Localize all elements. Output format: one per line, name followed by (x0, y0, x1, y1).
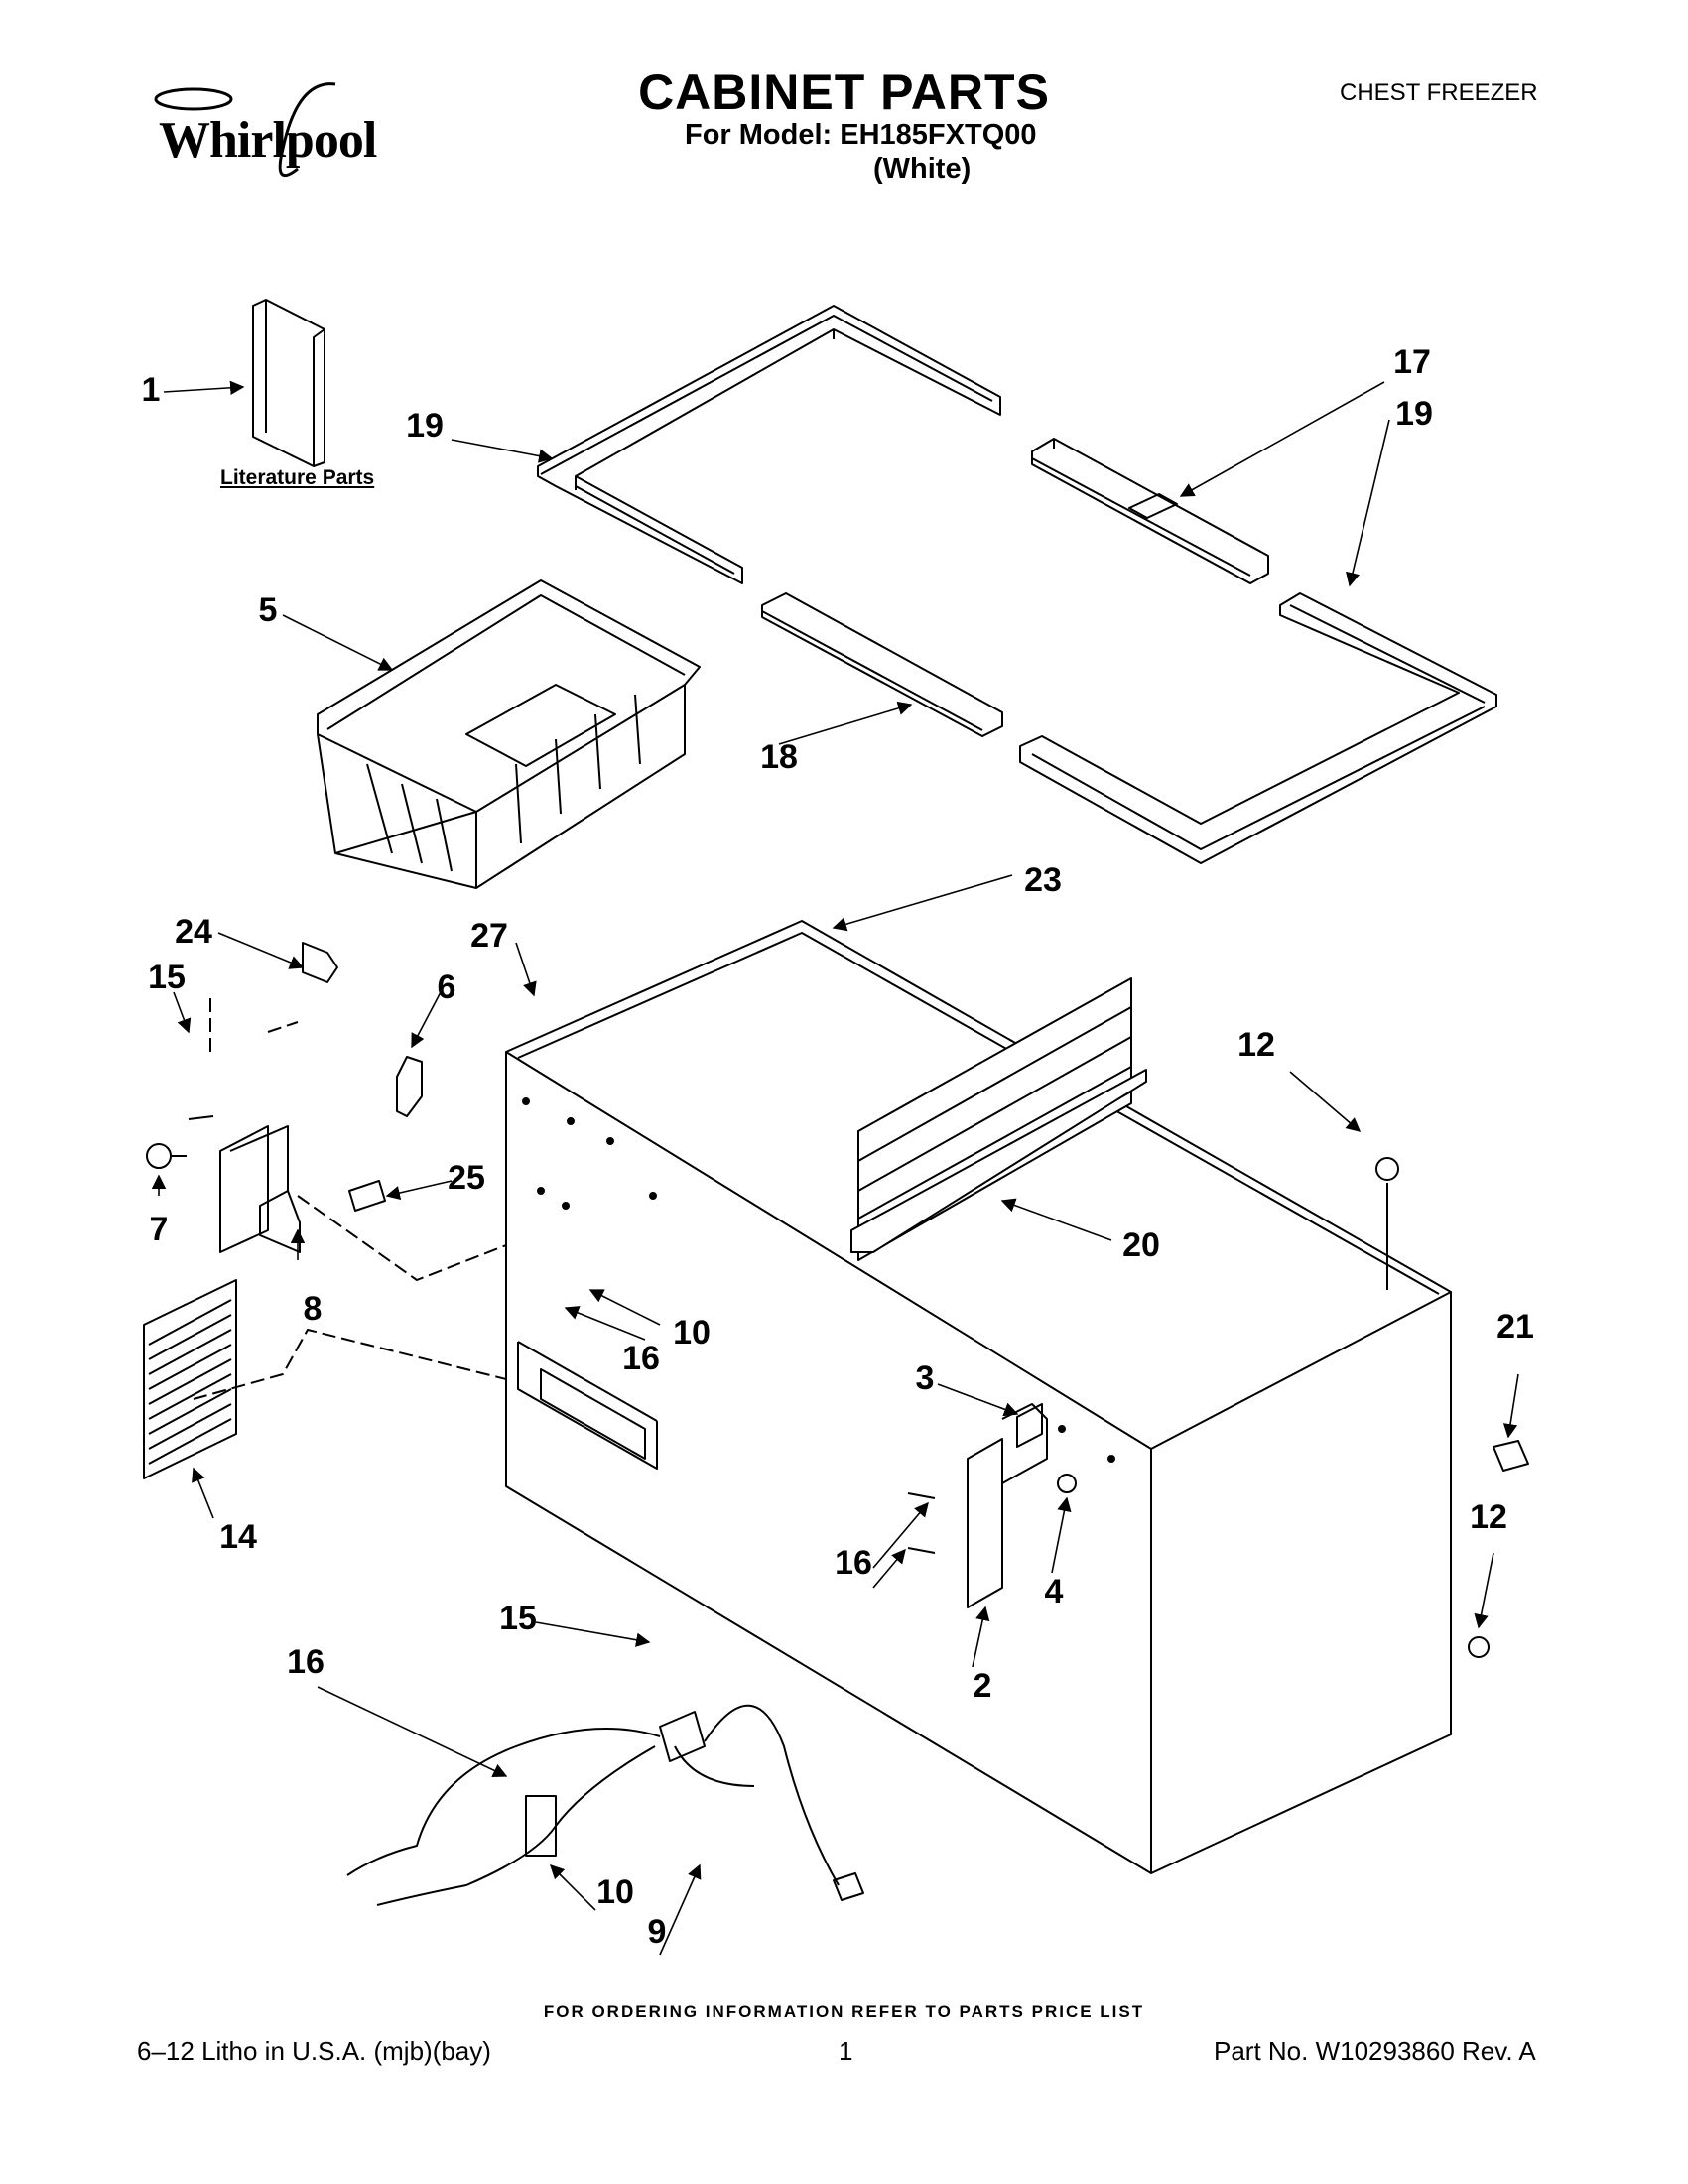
callout-2: 2 (973, 1667, 992, 1705)
whirlpool-logo-mark (154, 82, 336, 178)
callout-19-right: 19 (1395, 395, 1433, 433)
callout-14: 14 (219, 1518, 257, 1556)
callout-25: 25 (448, 1159, 485, 1197)
callout-10-bottom: 10 (596, 1873, 634, 1911)
page-title: CABINET PARTS (638, 64, 1050, 120)
callout-8: 8 (303, 1290, 323, 1328)
callout-15-top: 15 (148, 959, 186, 996)
callout-18: 18 (760, 738, 798, 776)
callout-1: 1 (141, 371, 161, 409)
lid-hinge-assembly (907, 1403, 1077, 1608)
callout-27: 27 (470, 917, 508, 955)
callout-16-harness: 16 (287, 1643, 325, 1681)
callout-7: 7 (149, 1211, 169, 1248)
callout-10-top: 10 (673, 1314, 711, 1351)
callout-16-left: 16 (622, 1340, 660, 1377)
callout-3: 3 (915, 1359, 935, 1397)
callout-20: 20 (1122, 1226, 1160, 1264)
control-box (146, 942, 423, 1253)
breaker-frame-right (1019, 592, 1497, 864)
literature-booklet (252, 299, 325, 467)
callout-9: 9 (647, 1913, 667, 1951)
callout-12-bottom: 12 (1470, 1498, 1507, 1536)
callout-23: 23 (1024, 861, 1062, 899)
wiring-harness (346, 1704, 864, 1906)
callout-5: 5 (258, 591, 278, 629)
brand-logo: Whirlpool (159, 112, 377, 169)
ordering-note: FOR ORDERING INFORMATION REFER TO PARTS … (543, 2002, 1145, 2021)
callout-21: 21 (1496, 1308, 1534, 1346)
callout-15-bottom: 15 (499, 1600, 537, 1637)
callout-24: 24 (175, 913, 212, 951)
color-line: (White) (873, 153, 972, 185)
breaker-frame-left (537, 305, 1001, 584)
callout-16-hinge: 16 (835, 1544, 872, 1582)
callout-12-top: 12 (1237, 1026, 1275, 1064)
print-info: 6–12 Litho in U.S.A. (mjb)(bay) (137, 2036, 491, 2066)
page-number: 1 (839, 2036, 853, 2066)
dashed-lines (193, 992, 507, 1400)
callout-19-left: 19 (406, 407, 444, 445)
leader-arrows (151, 380, 1519, 1956)
breaker-front-section (1031, 438, 1269, 584)
model-line: For Model: EH185FXTQ00 (685, 119, 1037, 151)
grille (143, 1279, 237, 1479)
breaker-rear-section (761, 592, 1003, 737)
divider (850, 977, 1147, 1261)
product-type: CHEST FREEZER (1340, 79, 1538, 106)
callout-17: 17 (1393, 343, 1431, 381)
callout-6: 6 (437, 968, 456, 1006)
storage-basket (317, 579, 701, 889)
callout-4: 4 (1044, 1573, 1064, 1610)
literature-parts-label: Literature Parts (220, 466, 375, 489)
small-hardware (1375, 1157, 1529, 1658)
part-number: Part No. W10293860 Rev. A (1214, 2036, 1536, 2066)
